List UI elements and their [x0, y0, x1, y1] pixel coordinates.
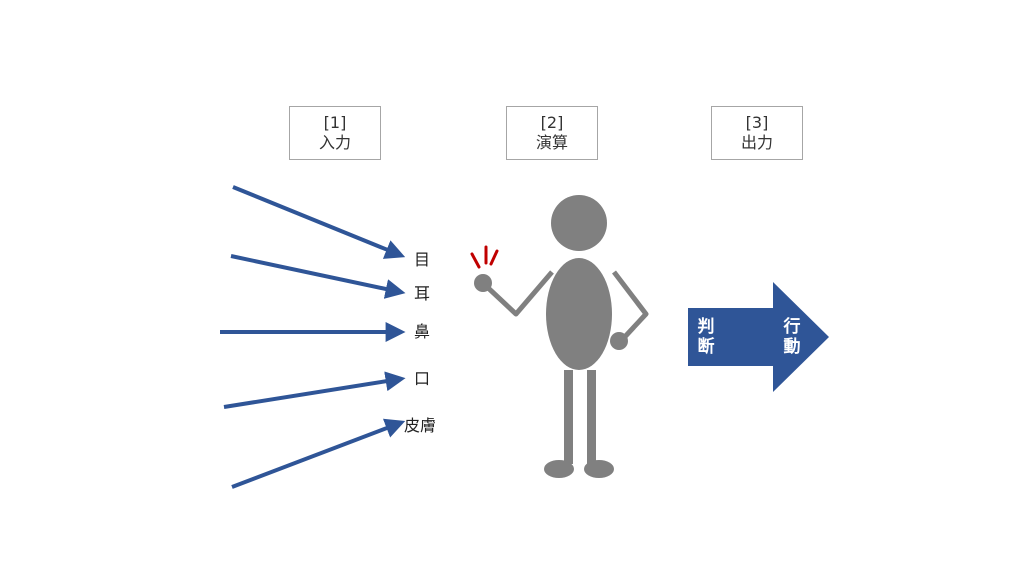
stage-number: [2]	[540, 113, 564, 132]
stage-box-output: [3] 出力	[711, 106, 803, 160]
stage-box-compute: [2] 演算	[506, 106, 598, 160]
input-arrow-eye	[232, 185, 406, 259]
sense-label-ear: 耳	[414, 284, 431, 303]
stage-label: 入力	[318, 133, 351, 152]
sense-label-eye: 目	[414, 250, 431, 269]
sense-label-nose: 鼻	[414, 322, 431, 341]
stage-number: [3]	[745, 113, 769, 132]
input-arrow-skin	[231, 418, 406, 489]
output-label-action: 行動	[783, 317, 801, 357]
output-label-judgment: 判断	[697, 317, 715, 357]
input-arrow-ear	[230, 254, 406, 299]
sense-label-skin: 皮膚	[404, 416, 437, 435]
stage-number: [1]	[323, 113, 347, 132]
sense-label-mouth: 口	[414, 369, 431, 388]
input-arrow-mouth	[223, 371, 406, 409]
stage-box-input: [1] 入力	[289, 106, 381, 160]
stage-label: 出力	[740, 133, 773, 152]
stage-label: 演算	[535, 133, 568, 152]
